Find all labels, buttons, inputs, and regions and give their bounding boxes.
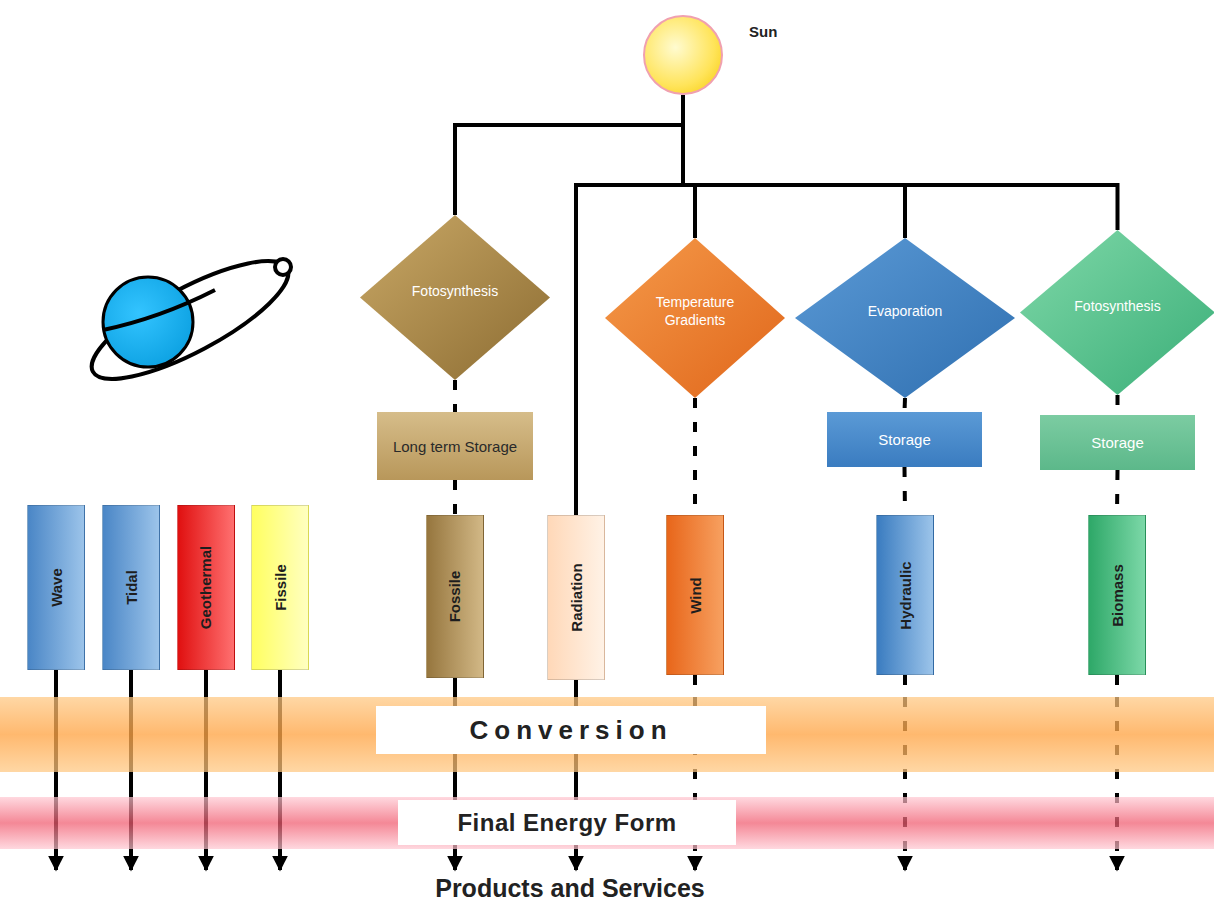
band-label-box: Final Energy Form [398,800,736,845]
connector-line [574,680,578,697]
source-bar: Biomass [1088,515,1146,675]
connector-line [1115,675,1119,697]
node-text: Fissile [271,564,288,611]
node-text: Fotosynthesis [1062,297,1174,315]
diamond-shape [1020,230,1214,395]
connector-line [683,95,905,238]
output-label: Products and Services [360,874,780,903]
node-text: Hydraulic [897,561,914,629]
connector-line [453,678,457,697]
connector-line [903,398,908,412]
node-text: Conversion [469,715,672,746]
connector-line [693,675,697,697]
source-bar: Wind [666,515,724,675]
node-text: Evaporation [849,302,961,320]
connector-line [453,480,457,515]
node-text: Tidal [122,570,139,605]
connector-line [1116,395,1120,415]
node-text: Long term Storage [393,437,517,456]
node-text: Wave [47,568,64,607]
connector-line [693,398,697,515]
diamond-shape [795,238,1015,398]
node-text: Wind [687,577,704,614]
diamond-shape [360,215,550,380]
process-diamond: Fotosynthesis [360,215,550,380]
source-bar: Wave [27,505,85,670]
source-bar: Fossile [426,515,484,678]
source-bar: Hydraulic [876,515,934,675]
node-text: Fotosynthesis [399,282,511,300]
process-diamond: Evaporation [795,238,1015,398]
final-energy-band: Final Energy Form [0,797,1214,849]
connector-line [683,95,1118,230]
connector-line [903,467,908,515]
storage-box: Storage [827,412,982,467]
connector-line [1115,470,1120,515]
node-text: Sun [749,23,777,40]
node-text: Final Energy Form [457,809,676,837]
storage-box: Long term Storage [377,412,533,480]
node-text: Temperature Gradients [639,293,751,329]
connector-line [453,380,457,412]
connector-line [278,670,282,697]
diamond-shape [605,238,785,398]
process-diamond: Temperature Gradients [605,238,785,398]
connector-line [54,670,58,697]
process-diamond: Fotosynthesis [1020,230,1214,395]
connector-line [204,670,208,697]
connector-line [455,95,683,215]
source-bar: Tidal [102,505,160,670]
connector-line [903,675,907,697]
node-text: Storage [878,430,931,449]
node-text: Radiation [568,563,585,631]
planet-illustration [78,240,302,400]
source-bar: Fissile [251,505,309,670]
node-text: Fossile [447,571,464,623]
connector-line [129,670,133,697]
sun-circle: Sun [643,15,723,95]
node-text: Biomass [1109,564,1126,627]
node-text: Storage [1091,433,1144,452]
band-label-box: Conversion [376,706,766,754]
storage-box: Storage [1040,415,1195,470]
conversion-band: Conversion [0,697,1214,772]
source-bar: Geothermal [177,505,235,670]
source-bar: Radiation [547,515,605,680]
node-text: Geothermal [198,546,215,629]
